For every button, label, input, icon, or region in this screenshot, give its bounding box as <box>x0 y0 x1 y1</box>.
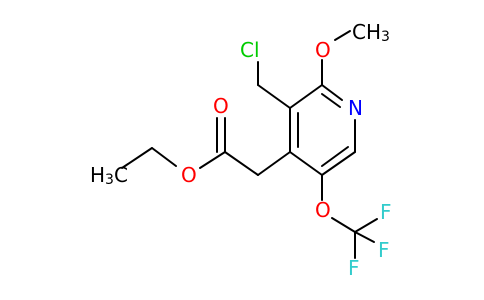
bond-cf3-f1 <box>354 218 378 233</box>
ring-nitrogen-label: N <box>348 96 363 120</box>
methoxy-oxygen-label: O <box>315 38 331 62</box>
bond-ring-c5-c6-inner <box>321 146 349 167</box>
atom-label-layer: Cl O CH3 N O O H3C O F F F <box>90 20 392 280</box>
ethyl-methyl-label: H3C <box>90 163 128 188</box>
ether-oxygen-label: O <box>315 198 331 222</box>
bond-ch2-carbonyl-c <box>224 151 259 176</box>
bond-ester-o-ch2 <box>151 147 177 167</box>
bond-ether-o-cf3 <box>331 217 356 233</box>
bond-methoxy-o-ch3 <box>334 30 351 41</box>
bond-ring-n-c2-inner <box>321 93 341 108</box>
bond-layer <box>121 30 378 259</box>
ethyl-methyl-h: H <box>90 163 105 187</box>
ethyl-methyl-subscript: 3 <box>105 172 114 188</box>
bond-ring-c2-n <box>321 84 343 101</box>
bond-c4-ch2 <box>257 151 291 176</box>
carbonyl-oxygen-label: O <box>213 94 229 118</box>
bond-ch2-ch3 <box>121 147 153 169</box>
chlorine-label: Cl <box>240 38 260 62</box>
bond-ring-c2-c3 <box>289 84 323 109</box>
bond-carbonyl-c-ester-o <box>199 151 226 169</box>
ethyl-methyl-c: C <box>114 163 128 187</box>
fluorine-2-label: F <box>378 238 390 262</box>
bond-cf3-f2 <box>354 231 375 243</box>
ester-oxygen-label: O <box>181 163 197 187</box>
methoxy-methyl-subscript: 3 <box>381 29 390 45</box>
bond-ring-c4-c5 <box>289 151 323 176</box>
methoxy-methyl-label: CH3 <box>352 20 390 45</box>
bond-ring-c5-c6 <box>321 151 356 176</box>
fluorine-3-label: F <box>348 256 360 280</box>
bond-c3-ch2 <box>257 84 291 109</box>
methoxy-methyl-symbol: CH <box>352 20 381 44</box>
fluorine-1-label: F <box>380 200 392 224</box>
